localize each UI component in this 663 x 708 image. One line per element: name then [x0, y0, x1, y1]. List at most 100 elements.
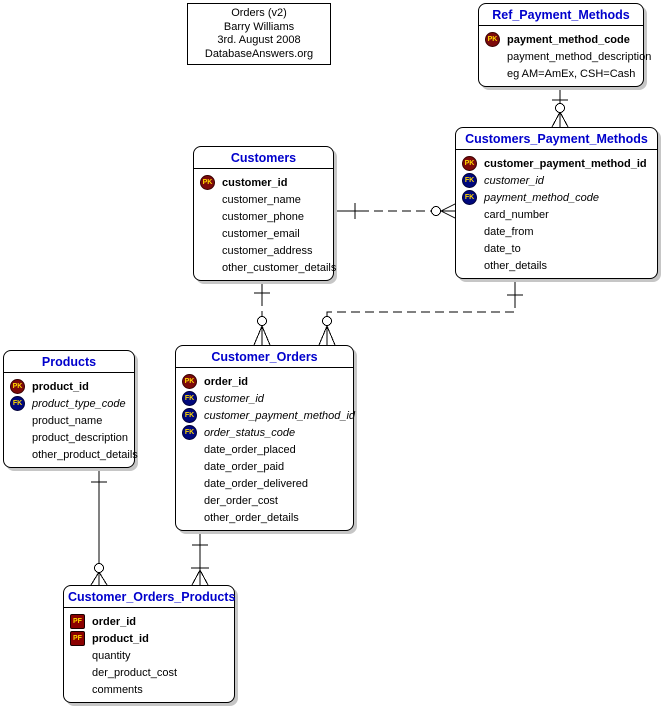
- column-row: der_product_cost: [70, 664, 230, 681]
- column-row: product_description: [10, 429, 130, 446]
- column-row: date_order_delivered: [182, 475, 349, 492]
- column-row: customer_phone: [200, 208, 329, 225]
- column-row: FK customer_id: [462, 172, 653, 189]
- crow-foot: [318, 325, 336, 346]
- entity-title: Ref_Payment_Methods: [479, 4, 643, 26]
- pf-icon: PF: [70, 614, 85, 629]
- zero-circle: [431, 206, 441, 216]
- column-name: der_product_cost: [92, 666, 177, 679]
- crow-foot: [551, 111, 569, 128]
- column-row: other_customer_details: [200, 259, 336, 276]
- column-name: date_order_delivered: [204, 477, 308, 490]
- relationship-customers-customerorders: [253, 277, 271, 346]
- column-row: der_order_cost: [182, 492, 349, 509]
- column-name: customer_phone: [222, 210, 304, 223]
- crow-foot: [253, 325, 271, 346]
- column-row: date_from: [462, 223, 653, 240]
- column-row: customer_email: [200, 225, 329, 242]
- column-name: card_number: [484, 208, 549, 221]
- column-row: other_product_details: [10, 446, 138, 463]
- entity-title: Customers_Payment_Methods: [456, 128, 657, 150]
- pf-icon: PF: [70, 631, 85, 646]
- entity-customers-payment-methods[interactable]: Customers_Payment_Methods PK customer_pa…: [455, 127, 658, 279]
- column-name: payment_method_description: [507, 50, 652, 63]
- column-name: other_customer_details: [222, 261, 337, 274]
- column-name: payment_method_code: [507, 33, 630, 46]
- column-name: product_id: [32, 380, 89, 393]
- column-row: other_details: [462, 257, 653, 274]
- column-row: PK product_id: [10, 378, 130, 395]
- column-name: der_order_cost: [204, 494, 278, 507]
- zero-circle: [257, 316, 267, 326]
- diagram-source: DatabaseAnswers.org: [204, 47, 314, 60]
- zero-circle: [322, 316, 332, 326]
- entity-customer-orders[interactable]: Customer_Orders PK order_id FK customer_…: [175, 345, 355, 531]
- column-name: product_name: [32, 414, 103, 427]
- column-name: customer_id: [484, 174, 544, 187]
- column-row: payment_method_description: [485, 48, 651, 65]
- column-row: FK payment_method_code: [462, 189, 653, 206]
- column-row: eg AM=AmEx, CSH=Cash: [485, 65, 639, 82]
- column-row: FK order_status_code: [182, 424, 349, 441]
- entity-products[interactable]: Products PK product_id FK product_type_c…: [3, 350, 138, 468]
- column-row: date_order_placed: [182, 441, 349, 458]
- column-row: PF order_id: [70, 613, 230, 630]
- relationship-customers-customerspaymentmethods: [332, 203, 456, 219]
- column-name: product_type_code: [32, 397, 126, 410]
- zero-circle: [94, 563, 104, 573]
- relationship-refpaymentmethods-customerspaymentmethods: [551, 80, 569, 128]
- column-name: comments: [92, 683, 143, 696]
- column-name: customer_name: [222, 193, 301, 206]
- crow-foot: [191, 569, 209, 586]
- pk-icon: PK: [182, 374, 197, 389]
- entity-title: Customer_Orders: [176, 346, 353, 368]
- diagram-date: 3rd. August 2008: [217, 34, 301, 46]
- column-name: date_order_placed: [204, 443, 296, 456]
- column-name: customer_payment_method_id: [484, 157, 647, 170]
- column-name: date_order_paid: [204, 460, 285, 473]
- diagram-author: Barry Williams: [223, 20, 295, 33]
- column-name: payment_method_code: [484, 191, 599, 204]
- fk-icon: FK: [10, 396, 25, 411]
- column-name: customer_address: [222, 244, 313, 257]
- pk-icon: PK: [200, 175, 215, 190]
- column-row: comments: [70, 681, 230, 698]
- pk-icon: PK: [10, 379, 25, 394]
- column-row: other_order_details: [182, 509, 349, 526]
- column-row: PK payment_method_code: [485, 31, 639, 48]
- fk-icon: FK: [182, 391, 197, 406]
- fk-icon: FK: [182, 408, 197, 423]
- relationship-customerspaymentmethods-customerorders: [318, 282, 523, 346]
- column-name: customer_id: [222, 176, 288, 189]
- pk-icon: PK: [462, 156, 477, 171]
- column-name: order_id: [92, 615, 137, 628]
- fk-icon: FK: [462, 173, 477, 188]
- entity-customers[interactable]: Customers PK customer_id customer_name c…: [193, 146, 336, 281]
- column-row: FK customer_id: [182, 390, 349, 407]
- column-row: date_order_paid: [182, 458, 349, 475]
- entity-title: Products: [4, 351, 134, 373]
- fk-icon: FK: [462, 190, 477, 205]
- crow-foot: [90, 571, 108, 586]
- column-name: quantity: [92, 649, 131, 662]
- column-name: date_from: [484, 225, 534, 238]
- column-name: other_details: [484, 259, 547, 272]
- column-row: PK customer_payment_method_id: [462, 155, 653, 172]
- title-box: Orders (v2) Barry Williams 3rd. August 2…: [187, 3, 331, 65]
- column-name: order_status_code: [204, 426, 296, 439]
- column-row: date_to: [462, 240, 653, 257]
- column-row: customer_name: [200, 191, 329, 208]
- column-row: FK product_type_code: [10, 395, 130, 412]
- fk-icon: FK: [182, 425, 197, 440]
- column-name: customer_id: [204, 392, 264, 405]
- column-name: date_to: [484, 242, 521, 255]
- column-name: order_id: [204, 375, 249, 388]
- column-name: other_product_details: [32, 448, 138, 461]
- column-row: PK customer_id: [200, 174, 329, 191]
- entity-customer-orders-products[interactable]: Customer_Orders_Products PF order_id PF …: [63, 585, 235, 703]
- entity-ref-payment-methods[interactable]: Ref_Payment_Methods PK payment_method_co…: [478, 3, 651, 87]
- crow-foot: [440, 203, 456, 219]
- column-row: PF product_id: [70, 630, 230, 647]
